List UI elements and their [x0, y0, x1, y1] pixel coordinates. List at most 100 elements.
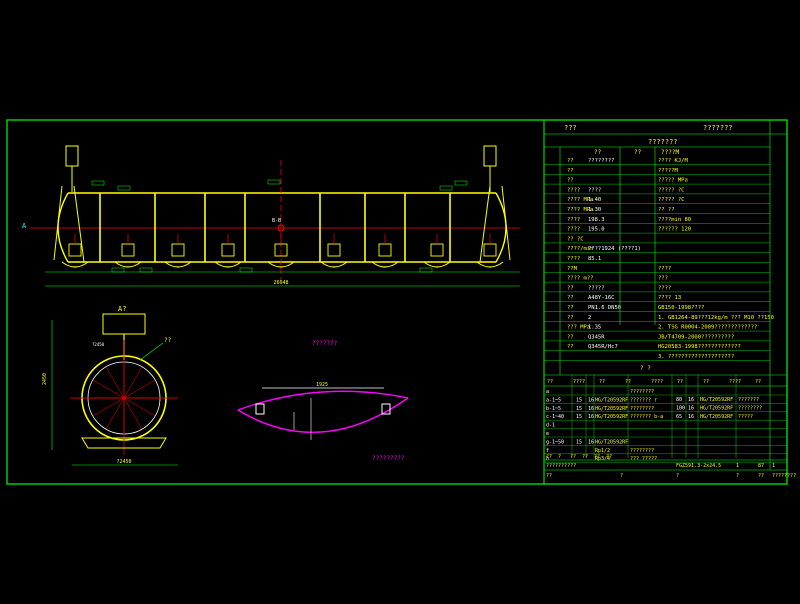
dim-tag-3	[454, 180, 468, 186]
spec-unit: ???? 13	[658, 295, 681, 301]
spec-unit: ????	[658, 285, 671, 291]
bottom-cell: 87	[758, 463, 764, 469]
nozzle-std: Rp3/4	[595, 456, 610, 462]
saddle-4	[267, 234, 295, 268]
spec-unit: 2. TSG R0004-2009?????????????	[658, 325, 757, 331]
end-view-top-bracket	[102, 313, 146, 335]
col-head-1: ??	[594, 149, 602, 156]
dim-tag-7	[239, 267, 253, 273]
nozzle-id: e	[546, 431, 549, 437]
nozzle-pn: 16	[688, 405, 694, 411]
section-right-rail	[381, 403, 391, 415]
nozzle-use: ????????	[738, 405, 762, 411]
nozzle-std: HG/T20592RF	[595, 406, 628, 412]
spec-unit: HG20583-1998?????????????	[658, 344, 741, 350]
saddle-8	[476, 234, 504, 268]
bottom-cell: 1	[736, 463, 739, 469]
left-door-frame	[53, 185, 85, 263]
bottom-cell: ??????????	[546, 463, 576, 469]
spec-unit: ???? KJ/M	[658, 158, 688, 164]
saddle-1	[114, 234, 142, 268]
title-block-border	[543, 119, 788, 485]
notes-tail: ? ?	[640, 365, 651, 372]
spec-row: ??A48Y-16C???? 13	[544, 295, 770, 302]
nozzle-std: HG/T20592RF	[700, 397, 733, 403]
nozzle-std: HG/T20592RF	[700, 414, 733, 420]
spec-value: PN1.6 DN50	[588, 305, 621, 311]
nozzle-use: ????????	[630, 406, 654, 412]
bottom-cell: ?	[620, 473, 623, 479]
detail-title: ?????????	[372, 455, 405, 462]
spec-value: 195.0	[588, 227, 605, 233]
spec-row: ???? m?????	[544, 276, 770, 283]
spec-row: ????????????? ?C	[544, 187, 770, 195]
radial-line-1	[123, 397, 156, 417]
spec-row: ????198.3????min 80	[544, 217, 770, 224]
spec-row: ????85.1	[544, 256, 770, 263]
title-subheader: ???????	[648, 138, 678, 146]
dim-tag-8	[419, 267, 433, 273]
radial-line-7	[92, 379, 125, 399]
spec-row: ???????????	[544, 285, 770, 293]
spec-label: ??	[567, 305, 574, 311]
radial-line-5	[92, 397, 125, 417]
right-door-hinge	[483, 145, 497, 167]
left-door-hinge	[65, 145, 79, 167]
main-elevation-view: 26048 A B-B	[22, 145, 520, 287]
spec-label: ????	[567, 217, 580, 223]
bottom-left-cell: ?	[558, 454, 561, 460]
spec-value: ????????	[588, 158, 615, 164]
nozzle-pn: 16	[588, 397, 594, 403]
section-left-rail	[255, 403, 265, 415]
spec-row: ?? ????? MPa	[544, 178, 770, 185]
spec-value: 2	[588, 315, 591, 321]
radial-line-4	[105, 397, 125, 430]
bottom-cell: ????????	[772, 473, 796, 479]
nozzle-id: c-1~40	[546, 414, 564, 420]
nozzle-use: ????????	[630, 448, 654, 454]
bottom-left-cell: ??	[570, 454, 576, 460]
spec-value: Q345R	[588, 334, 605, 340]
end-view-diameter-label: ?2450	[92, 342, 105, 347]
view-a-arrow-label: A	[22, 222, 27, 230]
saddle-supports	[61, 234, 504, 268]
callout-leader	[139, 342, 164, 361]
bottom-cell: ??	[758, 473, 764, 479]
spec-unit: ????? MPa	[658, 178, 688, 184]
spec-value: Q345R/Hc7	[588, 344, 618, 350]
radial-line-11	[123, 379, 156, 399]
nozzle-head-7: ????	[729, 379, 741, 385]
col-head-2: ??	[634, 149, 642, 156]
nozzle-dn: 100	[676, 405, 685, 411]
nozzle-pn: 16	[588, 406, 594, 412]
nozzle-head-6: ??	[703, 379, 709, 385]
nozzle-dn: 15	[576, 414, 582, 420]
spec-rows: ?????????????? KJ/M???????M??????? MPa??…	[544, 158, 774, 372]
nozzle-dimension-tags	[91, 179, 468, 273]
bottom-left-cell: ??	[594, 454, 600, 460]
saddle-7	[423, 234, 451, 268]
nozzle-std: HG/T20592RF	[595, 397, 628, 403]
spec-label: ??	[567, 178, 574, 184]
spec-row: ?? ?C	[544, 236, 770, 244]
nozzle-id: g-1~50	[546, 439, 564, 445]
nozzle-head-5: ??	[677, 379, 683, 385]
saddle-5	[320, 234, 348, 268]
nozzle-id: a	[546, 389, 549, 395]
nozzle-id: d-1	[546, 423, 555, 429]
spec-value: A48Y-16C	[588, 295, 615, 301]
spec-value: 1.35	[588, 325, 601, 331]
left-head	[57, 192, 69, 263]
spec-label: ????	[567, 227, 580, 233]
center-marker	[277, 224, 285, 232]
dim-tag-0	[91, 180, 105, 186]
